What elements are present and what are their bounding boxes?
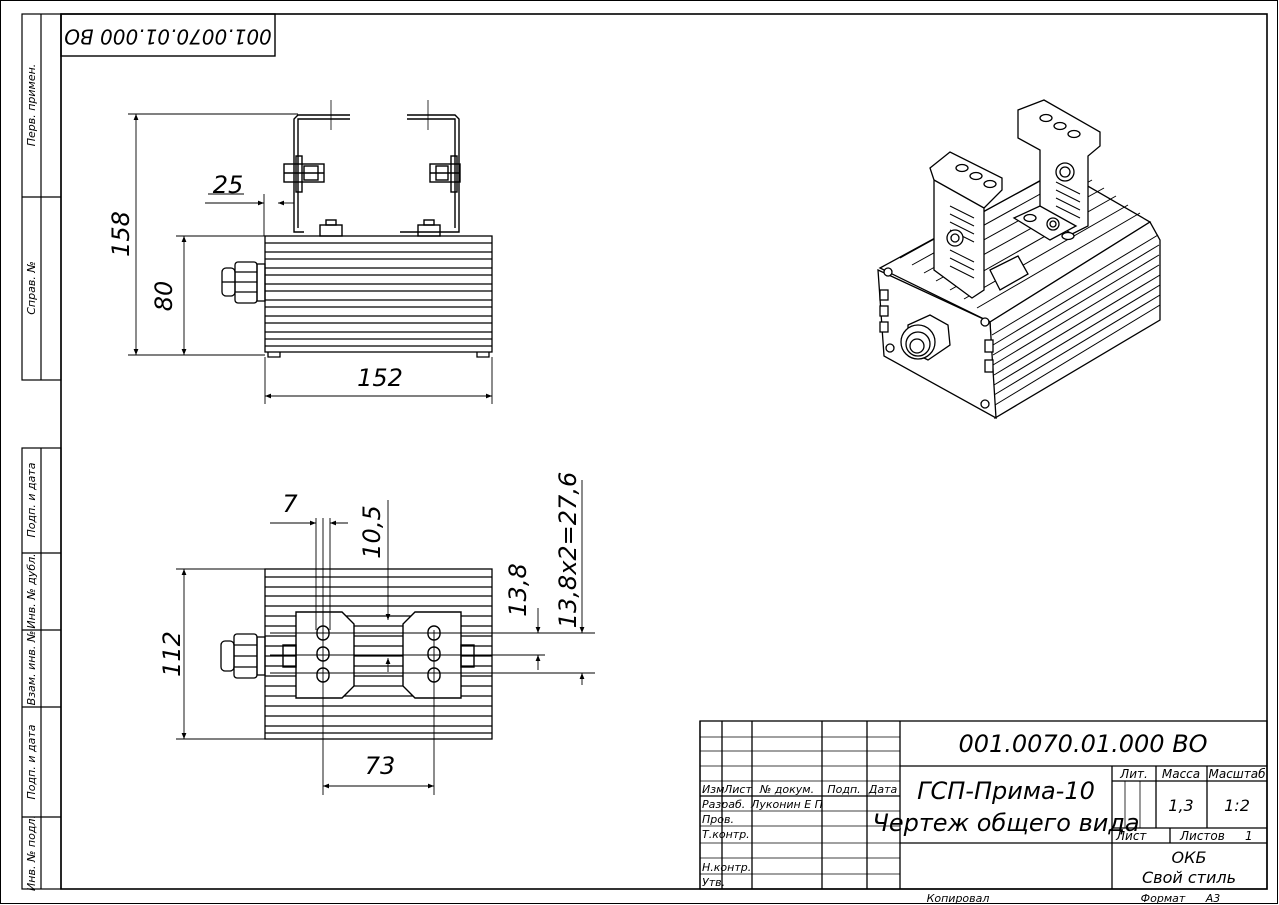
format-value: А3 [1205, 892, 1221, 905]
iso-screw [883, 267, 893, 277]
front-bracket-right [400, 100, 461, 237]
side-label-sprav: Справ. № [25, 261, 38, 315]
label-utv: Утв. [702, 876, 725, 889]
scale-value: 1:2 [1224, 796, 1250, 815]
dim-10-5: 10,5 [358, 505, 386, 558]
label-sheets: Листов [1179, 829, 1225, 843]
iso-slot [879, 321, 889, 333]
top-view: 7 10,5 13,8 13,8x2=27,6 112 73 [158, 472, 595, 795]
label-tkontr: Т.контр. [702, 828, 750, 841]
col-podp: Подп. [827, 783, 860, 796]
rotated-code: 001.0070.01.000 ВО [64, 25, 272, 49]
dim-158: 158 [107, 211, 135, 257]
front-dimensions [128, 113, 493, 404]
label-sheet: Лист [1115, 829, 1147, 843]
top-dimensions [176, 480, 595, 795]
title-name-line2: Чертеж общего вида [872, 809, 1139, 837]
sheets-value: 1 [1245, 829, 1253, 843]
label-format: Формат [1141, 892, 1186, 905]
label-copied: Копировал [927, 892, 990, 905]
title-block-text: 001.0070.01.000 ВО ГСП-Прима-10 Чертеж о… [702, 730, 1266, 905]
dim-152: 152 [357, 364, 403, 392]
col-ndok: № докум. [759, 783, 814, 796]
dim-7: 7 [282, 490, 298, 518]
dim-25: 25 [213, 171, 244, 199]
iso-cable-gland [900, 314, 951, 361]
title-name-line1: ГСП-Прима-10 [917, 777, 1095, 805]
iso-slot [984, 359, 994, 373]
label-lit: Лит. [1119, 767, 1148, 781]
dim-27-6: 13,8x2=27,6 [554, 472, 582, 628]
side-strip [21, 13, 62, 890]
side-label-podp1: Подп. и дата [25, 462, 38, 537]
iso-slot [984, 339, 994, 353]
label-mass: Масса [1162, 767, 1200, 781]
iso-screw [885, 343, 895, 353]
title-block [699, 720, 1268, 890]
dim-112: 112 [158, 631, 186, 677]
front-bracket-left [283, 100, 350, 237]
label-razrab: Разраб. [702, 798, 745, 811]
front-view: 25 158 80 152 [107, 100, 493, 404]
label-scale: Масштаб [1208, 767, 1266, 781]
org-line2: Свой стиль [1142, 868, 1236, 887]
title-code: 001.0070.01.000 ВО [958, 730, 1207, 758]
side-label-perv: Перв. примен. [25, 64, 38, 147]
iso-slot [879, 289, 889, 301]
iso-bracket-left [929, 151, 1003, 299]
label-nkontr: Н.контр. [702, 861, 751, 874]
col-list: Лист [723, 783, 752, 796]
iso-slot [879, 305, 889, 317]
dim-73: 73 [365, 752, 396, 780]
iso-screw [980, 399, 990, 409]
razrab-name: Луконин Е П [750, 798, 823, 811]
iso-screw [980, 317, 990, 327]
side-label-dubl: Инв. № дубл. [25, 553, 38, 628]
front-cable-gland [221, 261, 266, 304]
dim-80: 80 [150, 281, 178, 312]
iso-bracket-right [989, 99, 1101, 291]
top-cable-gland [220, 633, 266, 679]
col-izm: Изм [702, 783, 724, 796]
side-label-podl: Инв. № подл. [25, 815, 38, 891]
col-data: Дата [868, 783, 898, 796]
mass-value: 1,3 [1168, 796, 1193, 815]
front-housing [264, 235, 493, 358]
org-line1: ОКБ [1172, 848, 1207, 867]
isometric-view [877, 99, 1161, 420]
side-label-vzam: Взам. инв. № [25, 631, 38, 706]
label-prov: Пров. [702, 813, 734, 826]
dim-13-8: 13,8 [504, 563, 532, 616]
side-label-podp2: Подп. и дата [25, 724, 38, 799]
side-strip-labels: Перв. примен. Справ. № Подп. и дата Инв.… [25, 64, 38, 891]
